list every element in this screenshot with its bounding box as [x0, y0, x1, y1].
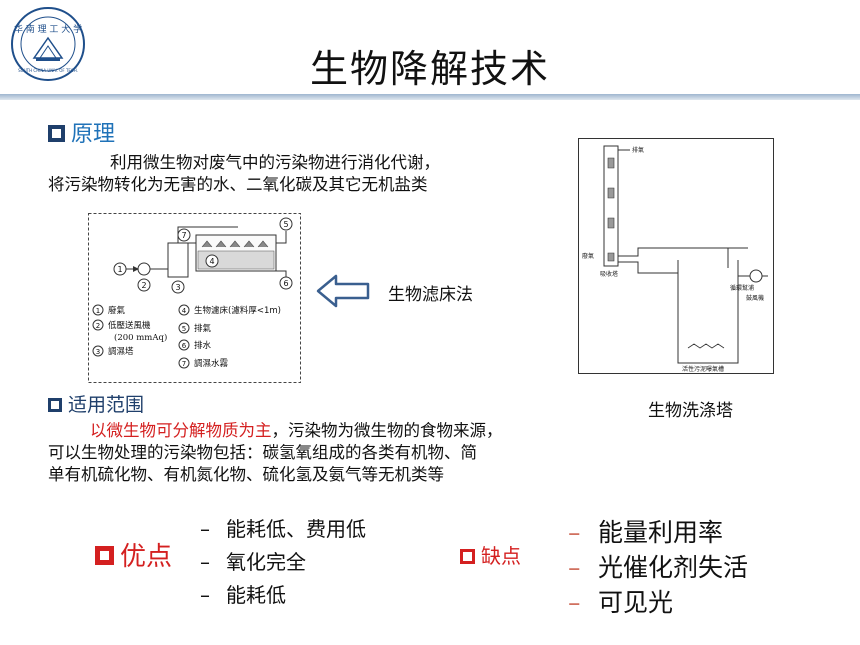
method-label-bioscrubber: 生物洗涤塔: [648, 401, 733, 421]
disadvantage-text: 能量利用率: [598, 518, 724, 547]
left-arrow-icon: [316, 274, 370, 308]
tower-label-blower: 鼓風機: [746, 294, 764, 302]
principle-text: 利用微生物对废气中的污染物进行消化代谢， 将污染物转化为无害的水、二氧化碳及其它…: [48, 152, 568, 196]
principle-line-1: 利用微生物对废气中的污染物进行消化代谢，: [110, 153, 440, 172]
legend-item-6: 排水: [194, 340, 212, 351]
advantage-text: 能耗低: [226, 583, 286, 607]
legend-item-3: 調濕塔: [108, 346, 134, 357]
tower-label-pump: 循環幫浦: [730, 284, 754, 292]
bullet-square-icon: [48, 125, 65, 142]
advantage-text: 能耗低、费用低: [226, 517, 366, 541]
diagram-number-4: 4: [209, 257, 214, 266]
advantage-text: 氧化完全: [226, 550, 306, 574]
principle-heading-label: 原理: [71, 122, 116, 147]
legend-item-7: 調濕水霧: [194, 358, 229, 369]
legend-num-5: 5: [182, 325, 186, 333]
advantage-item: –能耗低: [200, 583, 286, 607]
tower-label-inlet: 廢氣: [582, 252, 594, 260]
method-label-biofilter: 生物滤床法: [388, 285, 473, 305]
diagram-number-5: 5: [283, 220, 288, 229]
disadvantage-text: 可见光: [598, 588, 674, 617]
legend-num-1: 1: [96, 307, 100, 315]
advantage-item: –能耗低、费用低: [200, 517, 366, 541]
tower-label-exhaust: 排氣: [632, 146, 644, 154]
principle-heading: 原理: [48, 116, 115, 148]
legend-num-2: 2: [96, 322, 100, 330]
legend-num-7: 7: [182, 360, 186, 368]
legend-num-6: 6: [182, 342, 187, 350]
svg-text:华 南 理 工 大 学: 华 南 理 工 大 学: [14, 23, 82, 35]
scope-text: 以微生物可分解物质为主，污染物为微生物的食物来源， 可以生物处理的污染物包括：碳…: [48, 420, 588, 486]
advantages-list: –能耗低、费用低 –氧化完全 –能耗低: [200, 513, 366, 612]
tower-label-tank: 活性污泥曝氣槽: [682, 365, 724, 373]
disadvantage-text: 光催化剂失活: [598, 553, 749, 582]
disadvantage-item: –光催化剂失活: [568, 553, 749, 582]
disadvantage-item: –可见光: [568, 588, 674, 617]
legend-item-1: 廢氣: [108, 305, 126, 316]
bullet-square-icon: [460, 549, 475, 564]
svg-text:SOUTH CHINA UNIV. OF TECH.: SOUTH CHINA UNIV. OF TECH.: [18, 68, 78, 73]
legend-num-4: 4: [182, 307, 187, 315]
diagram-number-6: 6: [283, 279, 288, 288]
diagram-number-7: 7: [181, 231, 186, 240]
university-logo: 华 南 理 工 大 学 SOUTH CHINA UNIV. OF TECH.: [11, 7, 85, 81]
disadvantages-heading: 缺点: [460, 540, 521, 569]
legend-item-2: 低壓送風機: [108, 320, 151, 331]
scope-heading: 适用范围: [48, 390, 144, 417]
advantage-item: –氧化完全: [200, 550, 306, 574]
biofilter-diagram: 1 2 3 4 5 6 7 1 廢氣 2 低壓送風機 (200 mmAq) 3 …: [88, 213, 301, 383]
scope-line-3: 单有机硫化物、有机氮化物、硫化氢及氨气等无机类等: [48, 465, 444, 484]
header-divider: [0, 94, 860, 100]
diagram-number-3: 3: [175, 283, 180, 292]
bullet-square-icon: [48, 398, 62, 412]
scope-heading-label: 适用范围: [68, 394, 145, 416]
scope-line-1: ，污染物为微生物的食物来源，: [271, 421, 503, 440]
advantages-heading-label: 优点: [120, 542, 173, 572]
page-title: 生物降解技术: [309, 47, 550, 91]
legend-item-2-sub: (200 mmAq): [114, 332, 167, 343]
bioscrubber-diagram: 排氣 廢氣 吸收塔 循環幫浦 鼓風機 活性污泥曝氣槽: [578, 138, 774, 374]
disadvantages-heading-label: 缺点: [481, 544, 521, 568]
scope-line-2: 可以生物处理的污染物包括：碳氢氧组成的各类有机物、简: [48, 443, 477, 462]
legend-item-4: 生物濾床(濾料厚<1m): [194, 305, 281, 316]
diagram-number-1: 1: [117, 265, 122, 274]
legend-num-3: 3: [96, 348, 100, 356]
tower-label-absorber: 吸收塔: [600, 270, 618, 278]
disadvantages-list: –能量利用率 –光催化剂失活 –可见光: [568, 515, 748, 620]
bullet-square-icon: [95, 546, 114, 565]
advantages-heading: 优点: [95, 536, 172, 573]
diagram-number-2: 2: [141, 281, 146, 290]
principle-line-2: 将污染物转化为无害的水、二氧化碳及其它无机盐类: [48, 175, 428, 194]
legend-item-5: 排氣: [194, 323, 212, 334]
disadvantage-item: –能量利用率: [568, 518, 724, 547]
scope-highlight: 以微生物可分解物质为主: [90, 421, 272, 440]
